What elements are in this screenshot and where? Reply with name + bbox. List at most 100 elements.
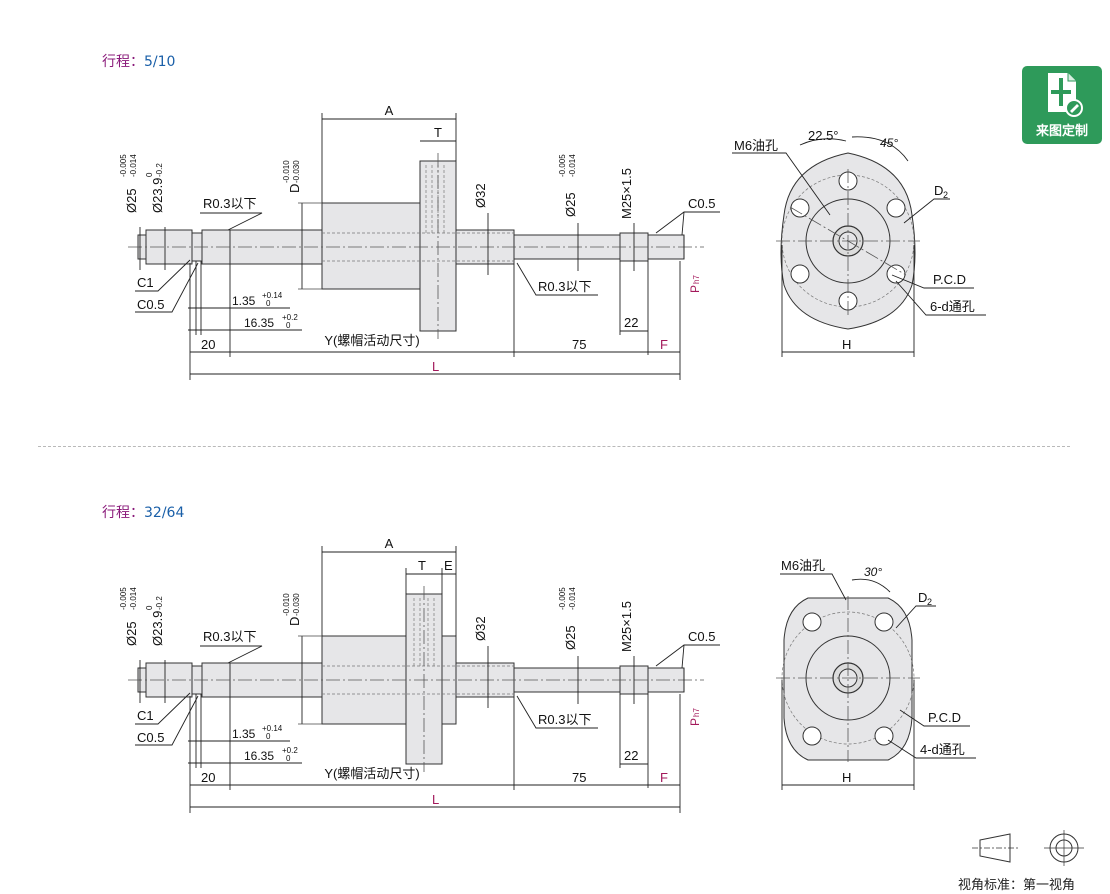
custom-drawing-button[interactable]: 来图定制 [1022, 66, 1102, 144]
tol: -0.014 [129, 587, 138, 610]
dim-L: L [432, 359, 439, 374]
note-r03-left: R0.3以下 [203, 196, 256, 211]
dim-D2: D [918, 590, 927, 605]
dim-T: T [434, 125, 442, 140]
tol: -0.010 [282, 160, 291, 183]
note-pcd: P.C.D [933, 272, 966, 287]
dim-d23-9: Ø23.9 [150, 611, 165, 646]
tol: -0.005 [119, 154, 128, 177]
stroke-prefix: 行程： [102, 54, 144, 70]
dim-d25: Ø25 [124, 188, 139, 213]
dim-Y: Y(螺帽活动尺寸) [324, 333, 419, 348]
note-c05-left: C0.5 [137, 730, 164, 745]
note-r03-right: R0.3以下 [538, 279, 591, 294]
stroke-value: 32/64 [144, 505, 185, 521]
tol: -0.005 [119, 587, 128, 610]
dim-H: H [842, 337, 851, 352]
drawing-edit-icon [1048, 73, 1083, 117]
tol: -0.005 [558, 154, 567, 177]
dim-F: F [660, 337, 668, 352]
stroke-prefix: 行程： [102, 505, 144, 521]
tol: -0.2 [155, 596, 164, 610]
dim-D2-sub: 2 [943, 190, 948, 200]
tol: -0.005 [558, 587, 567, 610]
dim-D2: D [934, 183, 943, 198]
end-view-flange [776, 152, 920, 330]
stroke-label-1: 行程：5/10 [102, 51, 175, 71]
dim-1-35: 1.35 [232, 727, 256, 741]
dim-1-35: 1.35 [232, 294, 256, 308]
tol: 0 [266, 299, 271, 308]
tol: 0 [145, 172, 154, 177]
dim-angle-1: 22.5° [808, 128, 839, 143]
dim-ph7: P [688, 285, 702, 293]
note-m6-oil-hole: M6油孔 [734, 138, 778, 153]
tol: -0.030 [292, 160, 301, 183]
dim-A: A [385, 536, 394, 551]
badge-label: 来图定制 [1035, 124, 1088, 139]
tol: +0.14 [262, 291, 283, 300]
tol: -0.014 [129, 154, 138, 177]
dim-22: 22 [624, 748, 638, 763]
dim-22: 22 [624, 315, 638, 330]
tol: -0.010 [282, 593, 291, 616]
note-r03-right: R0.3以下 [538, 712, 591, 727]
dim-d25-right: Ø25 [563, 625, 578, 650]
tol: +0.14 [262, 724, 283, 733]
end-view-flange [776, 596, 920, 762]
drawing-section-1: A T Ø25 -0.005 -0.014 Ø23.9 0 -0.2 D -0.… [119, 103, 986, 380]
dim-angle-1: 30° [864, 565, 882, 579]
note-c05-right: C0.5 [688, 629, 715, 644]
tol: +0.2 [282, 313, 298, 322]
dim-D: D [287, 617, 302, 626]
dim-d32: Ø32 [473, 616, 488, 641]
note-pcd: P.C.D [928, 710, 961, 725]
dim-d23-9: Ø23.9 [150, 178, 165, 213]
dim-H: H [842, 770, 851, 785]
note-c1: C1 [137, 708, 154, 723]
dim-ph7-sub: h7 [692, 275, 701, 284]
note-r03-left: R0.3以下 [203, 629, 256, 644]
dim-D2-sub: 2 [927, 597, 932, 607]
tol: 0 [286, 754, 291, 763]
dim-d25-right: Ø25 [563, 192, 578, 217]
dim-20: 20 [201, 337, 215, 352]
dim-16-35: 16.35 [244, 316, 274, 330]
stroke-label-2: 行程：32/64 [102, 502, 184, 522]
note-holes: 4-d通孔 [920, 742, 965, 757]
dim-20: 20 [201, 770, 215, 785]
dim-F: F [660, 770, 668, 785]
dim-E: E [444, 558, 453, 573]
dim-d32: Ø32 [473, 183, 488, 208]
dim-16-35: 16.35 [244, 749, 274, 763]
note-m6-oil-hole: M6油孔 [781, 558, 825, 573]
tol: 0 [286, 321, 291, 330]
dim-ph7-sub: h7 [692, 708, 701, 717]
note-c1: C1 [137, 275, 154, 290]
tol: -0.014 [568, 587, 577, 610]
note-c05-left: C0.5 [137, 297, 164, 312]
dim-ph7: P [688, 718, 702, 726]
tol: 0 [145, 605, 154, 610]
dim-Y: Y(螺帽活动尺寸) [324, 766, 419, 781]
section-divider [38, 446, 1070, 447]
stroke-value: 5/10 [144, 54, 176, 70]
dim-D: D [287, 184, 302, 193]
dim-T: T [418, 558, 426, 573]
dim-angle-2: 45° [880, 136, 898, 150]
dim-L: L [432, 792, 439, 807]
first-angle-projection-icon [972, 830, 1084, 866]
note-c05-right: C0.5 [688, 196, 715, 211]
dim-m25: M25×1.5 [619, 168, 634, 219]
note-holes: 6-d通孔 [930, 299, 975, 314]
tol: -0.2 [155, 163, 164, 177]
dim-A: A [385, 103, 394, 118]
tol: -0.030 [292, 593, 301, 616]
tol: -0.014 [568, 154, 577, 177]
dim-d25: Ø25 [124, 621, 139, 646]
nut-body [321, 202, 421, 290]
tol: +0.2 [282, 746, 298, 755]
dim-75: 75 [572, 770, 586, 785]
drawing-section-2: A T E Ø25 -0.005 -0.014 Ø23.9 0 -0.2 D -… [119, 536, 976, 813]
tol: 0 [266, 732, 271, 741]
